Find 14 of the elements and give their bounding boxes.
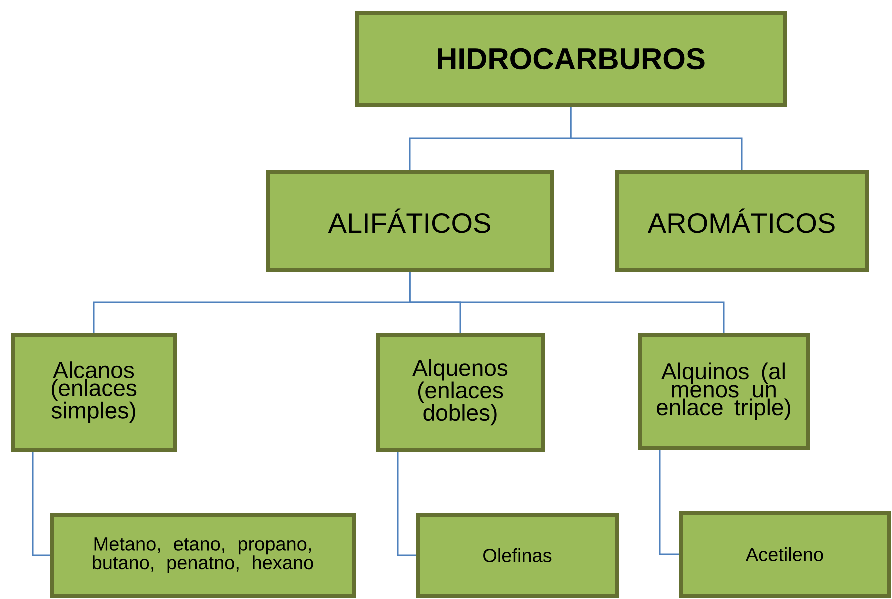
class-box: Alquinos (al menos un enlace triple): [638, 333, 810, 450]
connector: [659, 450, 679, 556]
connector: [409, 272, 725, 333]
title-box: HIDROCARBUROS: [355, 11, 787, 107]
connector: [570, 107, 743, 170]
connector: [397, 452, 416, 556]
example-box: Metano, etano, propano, butano, penatno, hexano: [50, 513, 356, 598]
example-box: Acetileno: [679, 511, 891, 598]
category-box: AROMÁTICOS: [615, 170, 869, 272]
class-box: Alquenos (enlaces dobles): [376, 333, 545, 452]
class-box: Alcanos (enlaces simples): [11, 333, 177, 452]
connector: [32, 452, 50, 556]
example-box: Olefinas: [416, 513, 619, 598]
category-box: ALIFÁTICOS: [266, 170, 554, 272]
